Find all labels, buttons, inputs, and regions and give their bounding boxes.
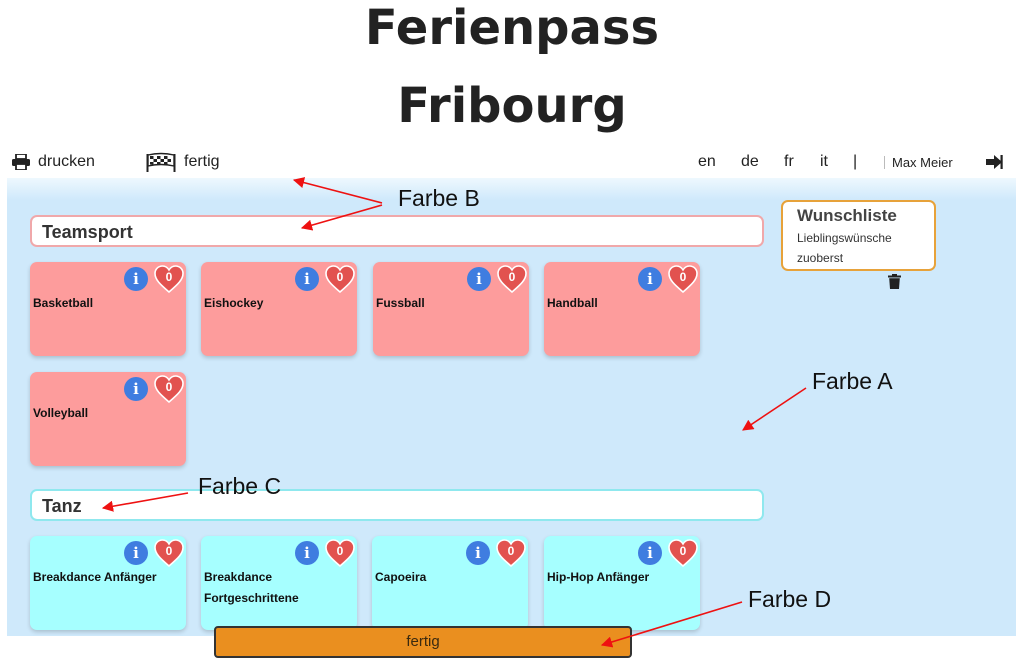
heart-icon[interactable]: 0 xyxy=(325,539,355,567)
favorite-count: 0 xyxy=(508,270,516,284)
heart-icon[interactable]: 0 xyxy=(496,539,526,567)
info-icon[interactable]: i xyxy=(638,541,662,565)
heart-icon[interactable]: 0 xyxy=(668,539,698,567)
activity-card[interactable]: i 0 Capoeira xyxy=(372,536,528,630)
info-icon[interactable]: i xyxy=(124,377,148,401)
lang-it[interactable]: it xyxy=(820,153,828,170)
activity-name: Hip-Hop Anfänger xyxy=(547,570,650,584)
activity-card[interactable]: i 0 Eishockey xyxy=(201,262,357,356)
activity-name: Capoeira xyxy=(375,570,427,584)
activity-card[interactable]: i 0 Handball xyxy=(544,262,700,356)
favorite-count: 0 xyxy=(679,544,687,558)
activity-card[interactable]: i 0 Volleyball xyxy=(30,372,186,466)
activity-card[interactable]: i 0 Breakdance Fortgeschrittene xyxy=(201,536,357,630)
activity-name: Volleyball xyxy=(33,406,89,420)
group-header-teamsport: Teamsport xyxy=(30,215,764,247)
user-name[interactable]: Max Meier xyxy=(892,155,953,170)
activity-name: Eishockey xyxy=(204,296,264,310)
heart-icon[interactable]: 0 xyxy=(154,375,184,403)
activity-name: Fussball xyxy=(376,296,425,310)
annotation-farbe-b: Farbe B xyxy=(398,185,480,211)
favorite-count: 0 xyxy=(336,270,344,284)
activity-card[interactable]: i 0 Basketball xyxy=(30,262,186,356)
print-button[interactable]: drucken xyxy=(12,151,95,173)
favorite-count: 0 xyxy=(165,270,173,284)
lang-fr[interactable]: fr xyxy=(784,153,794,170)
favorite-count: 0 xyxy=(165,544,173,558)
favorite-count: 0 xyxy=(679,270,687,284)
favorite-count: 0 xyxy=(165,380,173,394)
activity-name: Basketball xyxy=(33,296,94,310)
info-icon[interactable]: i xyxy=(295,541,319,565)
trash-icon[interactable] xyxy=(888,274,901,294)
heart-icon[interactable]: 0 xyxy=(325,265,355,293)
activity-card[interactable]: i 0 Fussball xyxy=(373,262,529,356)
favorite-count: 0 xyxy=(336,544,344,558)
favorite-count: 0 xyxy=(507,544,515,558)
printer-icon xyxy=(12,154,30,170)
heart-icon[interactable]: 0 xyxy=(497,265,527,293)
info-icon[interactable]: i xyxy=(124,267,148,291)
done-button[interactable]: fertig xyxy=(214,626,632,658)
annotation-farbe-d: Farbe D xyxy=(748,586,832,612)
page-title-line1: Ferienpass xyxy=(364,0,660,56)
user-divider xyxy=(884,156,885,169)
toolbar-separator: | xyxy=(853,153,858,170)
print-label: drucken xyxy=(38,153,95,170)
activity-name: Breakdance Fortgeschrittene xyxy=(204,570,299,605)
wishlist-subtitle: Lieblingswünsche zuoberst xyxy=(797,231,892,265)
heart-icon[interactable]: 0 xyxy=(154,539,184,567)
info-icon[interactable]: i xyxy=(466,541,490,565)
info-icon[interactable]: i xyxy=(638,267,662,291)
activity-name: Breakdance Anfänger xyxy=(33,570,157,584)
info-icon[interactable]: i xyxy=(467,267,491,291)
info-icon[interactable]: i xyxy=(124,541,148,565)
annotation-farbe-c: Farbe C xyxy=(198,473,282,499)
group-header-tanz: Tanz xyxy=(30,489,764,521)
annotation-farbe-a: Farbe A xyxy=(812,368,893,394)
activity-area: Teamsport i 0 Basketball i 0 Eishockey i… xyxy=(7,178,1016,636)
checkered-flag-icon xyxy=(146,152,176,172)
lang-de[interactable]: de xyxy=(741,153,759,170)
page-title-line2: Fribourg xyxy=(397,78,627,134)
logout-icon[interactable] xyxy=(986,154,1004,175)
heart-icon[interactable]: 0 xyxy=(154,265,184,293)
activity-card[interactable]: i 0 Hip-Hop Anfänger xyxy=(544,536,700,630)
main-top-fade xyxy=(7,178,1016,200)
wishlist-title: Wunschliste xyxy=(797,206,897,225)
activity-name: Handball xyxy=(547,296,598,310)
heart-icon[interactable]: 0 xyxy=(668,265,698,293)
activity-card[interactable]: i 0 Breakdance Anfänger xyxy=(30,536,186,630)
wishlist-box[interactable]: Wunschliste Lieblingswünsche zuoberst xyxy=(781,200,936,271)
done-toolbar-button[interactable]: fertig xyxy=(146,151,220,173)
info-icon[interactable]: i xyxy=(295,267,319,291)
lang-en[interactable]: en xyxy=(698,153,716,170)
done-toolbar-label: fertig xyxy=(184,153,220,170)
